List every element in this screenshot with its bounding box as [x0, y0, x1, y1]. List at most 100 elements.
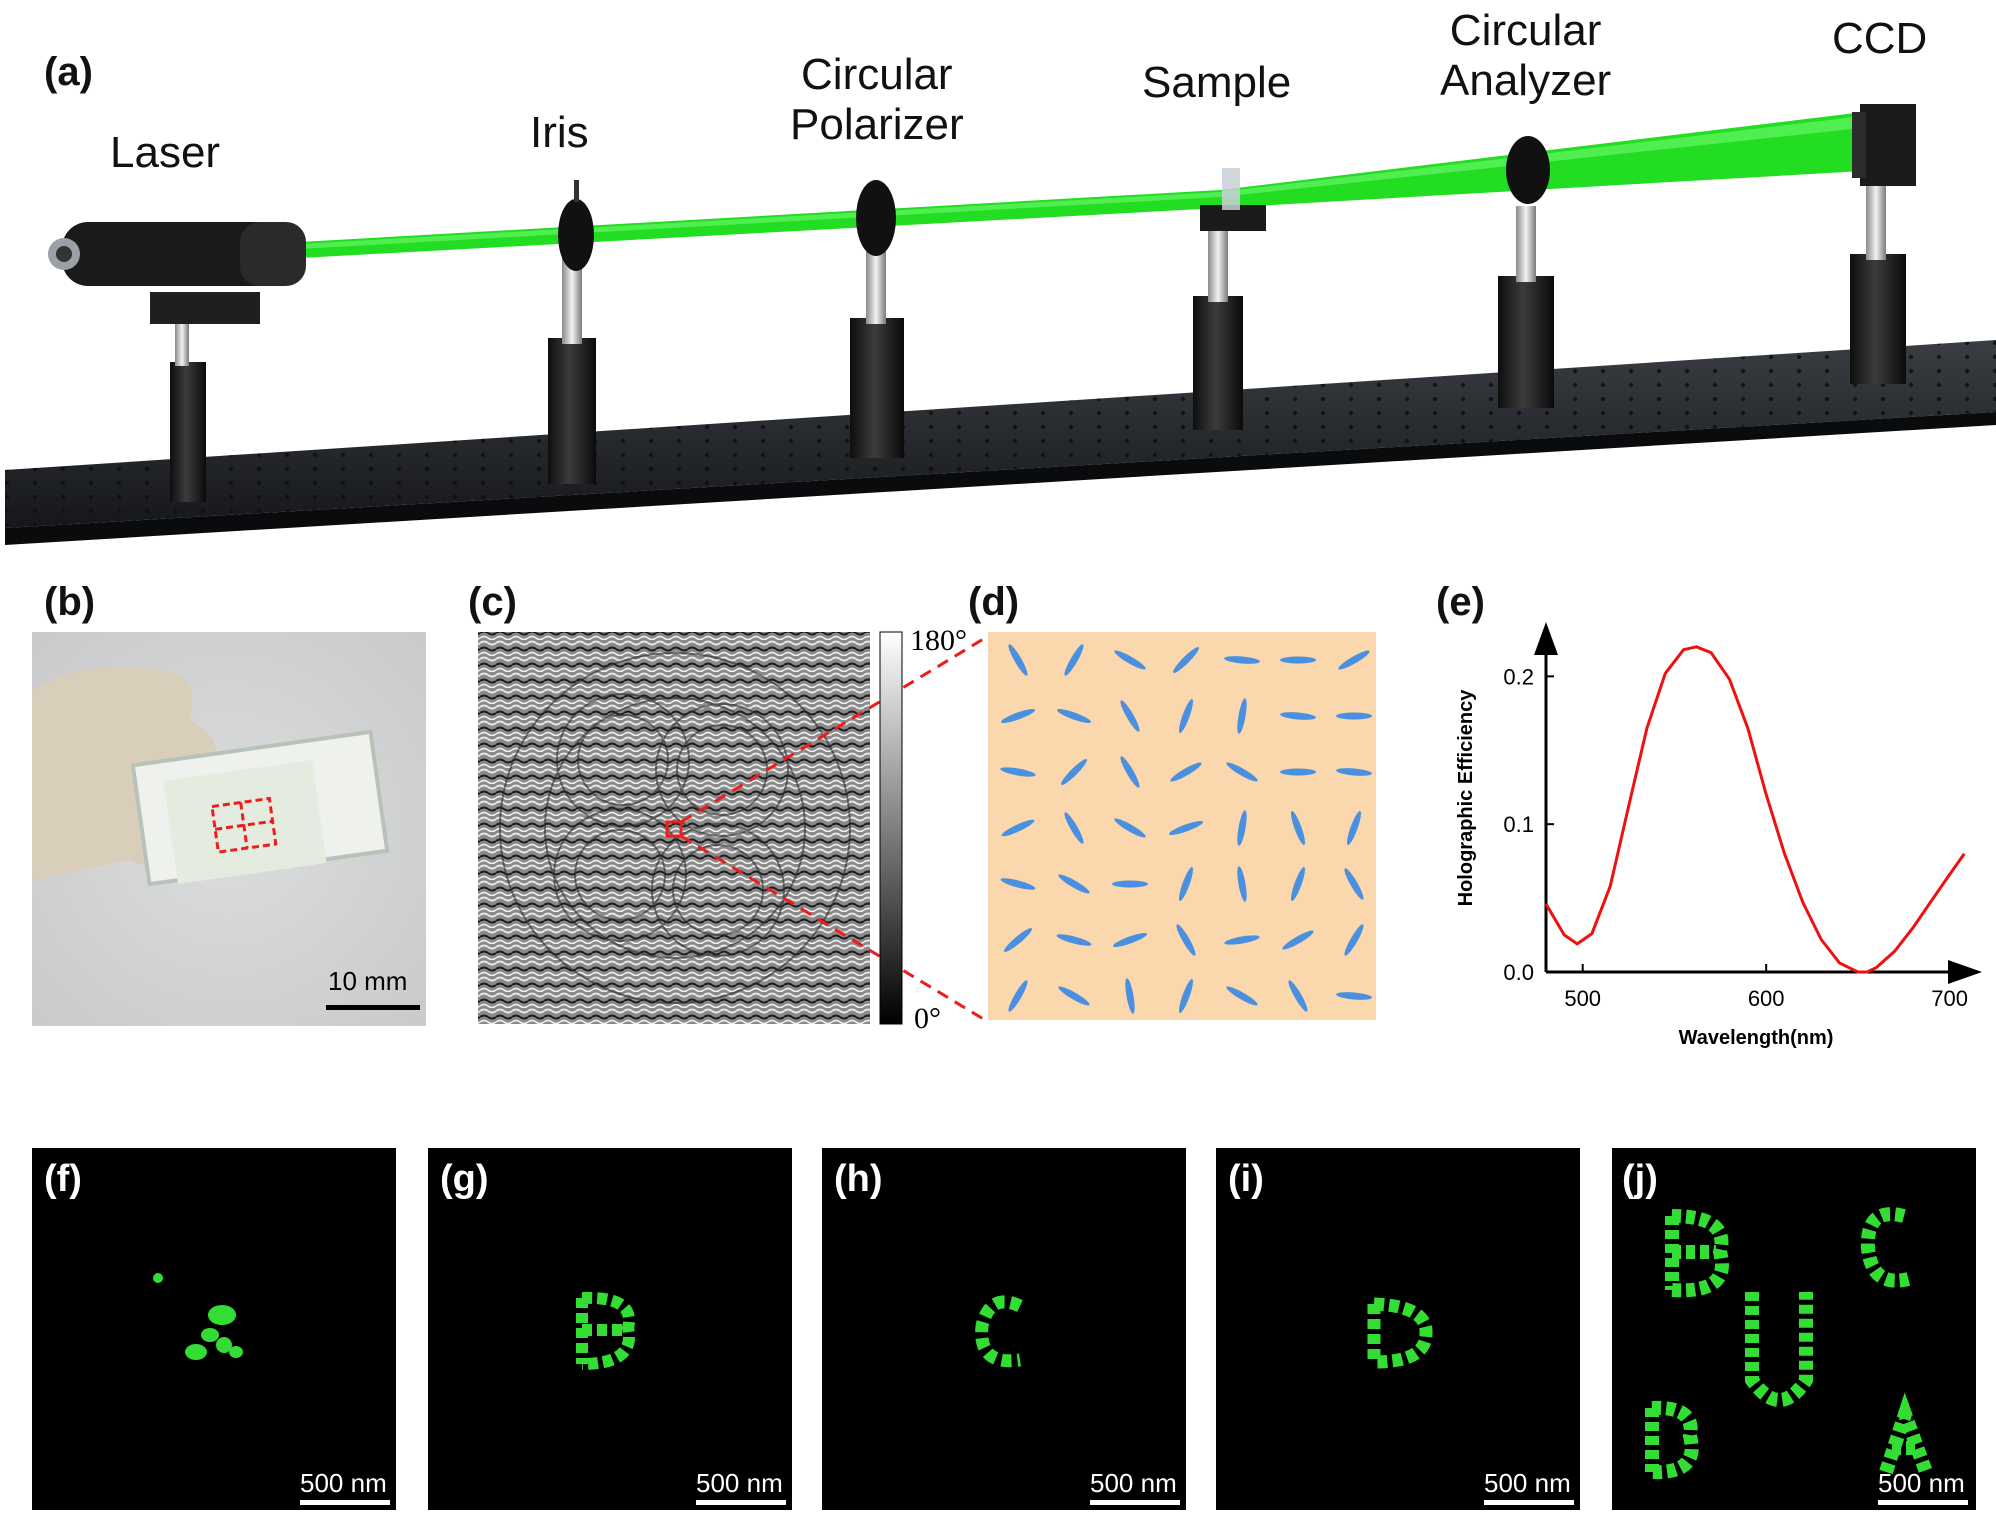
label-circular-polarizer-line1: Circular	[801, 50, 953, 99]
y-tick-label: 0.0	[1503, 960, 1534, 985]
efficiency-curve	[1544, 645, 1966, 974]
lc-molecule	[1226, 762, 1258, 782]
lc-molecule	[1336, 992, 1372, 1000]
lc-molecule	[1004, 928, 1032, 952]
x-axis-label: Wavelength(nm)	[1679, 1027, 1834, 1049]
label-circular-analyzer-line1: Circular	[1449, 6, 1602, 55]
panel-label-f: (f)	[44, 1158, 82, 1200]
label-ccd: CCD	[1832, 14, 1928, 63]
panel-label-i: (i)	[1228, 1158, 1264, 1200]
lc-molecule	[1114, 818, 1146, 838]
hologram-row	[32, 1148, 1976, 1510]
lc-molecule	[1179, 699, 1193, 733]
lc-molecule	[1344, 924, 1364, 956]
label-circular-analyzer: Circular Analyzer	[1440, 6, 1611, 106]
x-tick-label: 700	[1931, 986, 1968, 1011]
hologram-letters-buca	[1645, 1207, 1933, 1480]
panel-label-g: (g)	[440, 1158, 489, 1200]
lc-molecule	[1114, 650, 1146, 670]
scale-label-j: 500 nm	[1878, 1468, 1965, 1498]
ccd-camera	[1850, 104, 1916, 384]
iris-mount	[548, 180, 596, 484]
hologram-letter-d	[1367, 1297, 1433, 1369]
lc-molecule	[1224, 935, 1260, 945]
lc-molecule	[1336, 712, 1372, 720]
lc-molecule	[1224, 656, 1260, 664]
lc-molecule	[1061, 759, 1087, 785]
y-tick-label: 0.2	[1503, 664, 1534, 689]
lc-molecule	[1120, 700, 1140, 732]
lc-molecule	[1001, 709, 1035, 723]
lc-molecule	[1237, 866, 1247, 902]
hologram-h	[822, 1148, 1186, 1510]
panel-b-photo	[32, 632, 426, 1026]
lc-molecule	[1057, 709, 1091, 723]
lc-molecule	[1001, 819, 1035, 837]
lc-molecule	[1058, 986, 1090, 1006]
scale-bar-i	[1484, 1500, 1574, 1505]
lc-molecule	[1179, 867, 1193, 901]
y-axis-arrow	[1534, 622, 1558, 655]
lc-molecule	[1347, 811, 1361, 845]
scale-label-h: 500 nm	[1090, 1468, 1177, 1498]
label-laser: Laser	[110, 128, 221, 177]
label-circular-polarizer: Circular Polarizer	[790, 50, 964, 150]
scale-bar-g	[696, 1500, 786, 1505]
x-tick-label: 500	[1564, 986, 1601, 1011]
lc-molecule	[1173, 647, 1199, 673]
molecule-grid	[1000, 644, 1372, 1014]
lc-molecule	[1170, 762, 1202, 782]
colorbar-max-label: 180°	[910, 624, 967, 657]
y-axis-label: Holographic Efficiency	[1455, 689, 1477, 907]
lc-molecule	[1338, 650, 1370, 670]
lc-molecule	[1291, 811, 1305, 845]
lc-molecule	[1120, 756, 1140, 788]
lc-molecule	[1113, 933, 1147, 947]
laser-beam	[300, 110, 1880, 258]
y-tick-label: 0.1	[1503, 812, 1534, 837]
lc-molecule	[1344, 868, 1364, 900]
hologram-letter-c	[975, 1295, 1023, 1368]
laser-beam-highlight	[300, 114, 1880, 249]
scale-bar-h	[1090, 1500, 1180, 1505]
lc-molecule	[1064, 812, 1084, 844]
lc-molecule	[1280, 656, 1316, 664]
scale-label-b: 10 mm	[328, 966, 408, 996]
panel-label-h: (h)	[834, 1158, 883, 1200]
label-circular-polarizer-line2: Polarizer	[790, 100, 964, 149]
optical-table-edge	[5, 412, 1996, 545]
x-axis-arrow	[1948, 960, 1982, 984]
zoom-marker	[665, 820, 683, 838]
scale-label-g: 500 nm	[696, 1468, 783, 1498]
lc-molecule	[1000, 878, 1036, 890]
scale-bar-f	[300, 1500, 390, 1505]
panel-d-orientation	[988, 632, 1376, 1020]
lc-molecule	[1282, 930, 1314, 950]
lc-molecule	[1064, 644, 1084, 676]
label-iris: Iris	[530, 108, 589, 157]
circular-polarizer-mount	[850, 180, 904, 458]
hologram-g	[428, 1148, 792, 1510]
panel-e-chart: 500 600 700 0.0 0.1 0.2 Wavelength(nm) Hologr…	[1455, 622, 1982, 1049]
label-circular-analyzer-line2: Analyzer	[1440, 56, 1612, 105]
hologram-region-marker	[210, 796, 278, 854]
circular-analyzer-mount	[1498, 136, 1554, 408]
lc-molecule	[1226, 986, 1258, 1006]
scale-bar-j	[1878, 1500, 1968, 1505]
hologram-i	[1216, 1148, 1580, 1510]
lc-molecule	[1008, 644, 1028, 676]
scale-label-i: 500 nm	[1484, 1468, 1571, 1498]
chart-ticks: 500 600 700 0.0 0.1 0.2	[1503, 664, 1968, 1011]
lc-molecule	[1058, 874, 1090, 894]
sample-mount	[1193, 168, 1266, 430]
panel-label-e: (e)	[1436, 580, 1485, 624]
lc-molecule	[1291, 867, 1305, 901]
sample-film	[163, 760, 327, 884]
panel-label-c: (c)	[468, 580, 517, 624]
x-tick-label: 600	[1748, 986, 1785, 1011]
lc-molecule	[1112, 880, 1148, 888]
lc-molecule	[1280, 768, 1316, 776]
lc-molecule	[1125, 978, 1135, 1014]
hologram-letter-b	[576, 1291, 635, 1370]
lc-molecule	[1237, 810, 1247, 846]
